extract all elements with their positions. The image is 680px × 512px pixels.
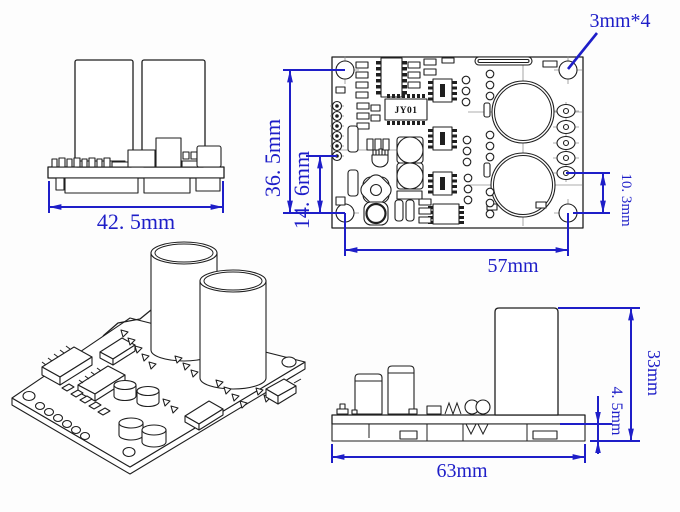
capacitor-left [74, 59, 134, 168]
jy01-label: JY01 [394, 106, 417, 116]
right-oval-pads [553, 103, 579, 181]
under-board-parts [55, 177, 221, 194]
capacitor-side-1 [354, 373, 383, 415]
capacitor-top-2 [490, 152, 556, 218]
dimension-42-5: 42. 5mm [48, 181, 224, 234]
iso-hole-right [281, 356, 297, 368]
iso-capacitor-front [199, 269, 267, 390]
electrolytic-capacitors-top [490, 80, 556, 218]
dimension-label-side-width: 63mm [436, 460, 488, 482]
side-small-components [336, 399, 491, 436]
iso-right-tab [265, 374, 302, 405]
front-side-view: 42. 5mm [47, 59, 225, 234]
dimension-label-front-width: 42. 5mm [97, 209, 175, 234]
front-components [127, 137, 222, 168]
dimension-14-6: 14. 6mm [289, 151, 337, 229]
dimension-label-under-board: 4. 5mm [608, 387, 625, 436]
top-view: JY01 [260, 10, 651, 277]
jy01-chip: JY01 [384, 94, 428, 125]
pcb-board-edge-side [331, 414, 586, 425]
capacitor-side-2 [387, 365, 415, 415]
iso-pad-rows [34, 383, 111, 441]
dip-chip [376, 57, 407, 98]
iso-hole-bottom [122, 446, 136, 458]
bent-wire-pin [102, 309, 152, 337]
dimension-label-side-height: 33mm [644, 350, 664, 396]
leader-line [566, 32, 599, 70]
under-board-band [331, 423, 586, 442]
iso-hole-left [22, 390, 36, 402]
via-columns [461, 69, 495, 219]
dimension-63: 63mm [331, 444, 586, 482]
hole-spec-label: 3mm*4 [589, 10, 650, 32]
dimension-label-top-height: 36. 5mm [260, 119, 285, 197]
capacitor-top-1 [491, 80, 555, 144]
isometric-view [11, 241, 306, 475]
capacitor-side-tall [494, 307, 559, 416]
soic-chip-3 [428, 171, 457, 196]
dimension-label-pad-to-hole: 10. 3mm [618, 173, 634, 227]
soic-chip-4 [428, 203, 464, 225]
passive-components [335, 56, 558, 226]
iso-connector-1 [41, 345, 93, 386]
mounting-hole-tr [558, 60, 578, 80]
dimension-10-3: 10. 3mm [566, 172, 634, 227]
dimension-label-pad-row: 14. 6mm [289, 151, 314, 229]
dimension-label-top-width: 57mm [487, 255, 539, 277]
dimension-33: 33mm [558, 307, 664, 442]
soic-chip-1 [428, 78, 457, 103]
right-side-view: 63mm 33mm 4. 5mm [331, 307, 664, 482]
dimension-36-5: 36. 5mm [260, 69, 345, 214]
dimension-4-5: 4. 5mm [560, 387, 625, 454]
iso-small-capacitors [113, 379, 167, 448]
soic-chip-2 [428, 126, 457, 151]
pcb-board-edge [47, 166, 225, 179]
hole-callout: 3mm*4 [566, 10, 651, 70]
dimension-57: 57mm [344, 213, 569, 277]
